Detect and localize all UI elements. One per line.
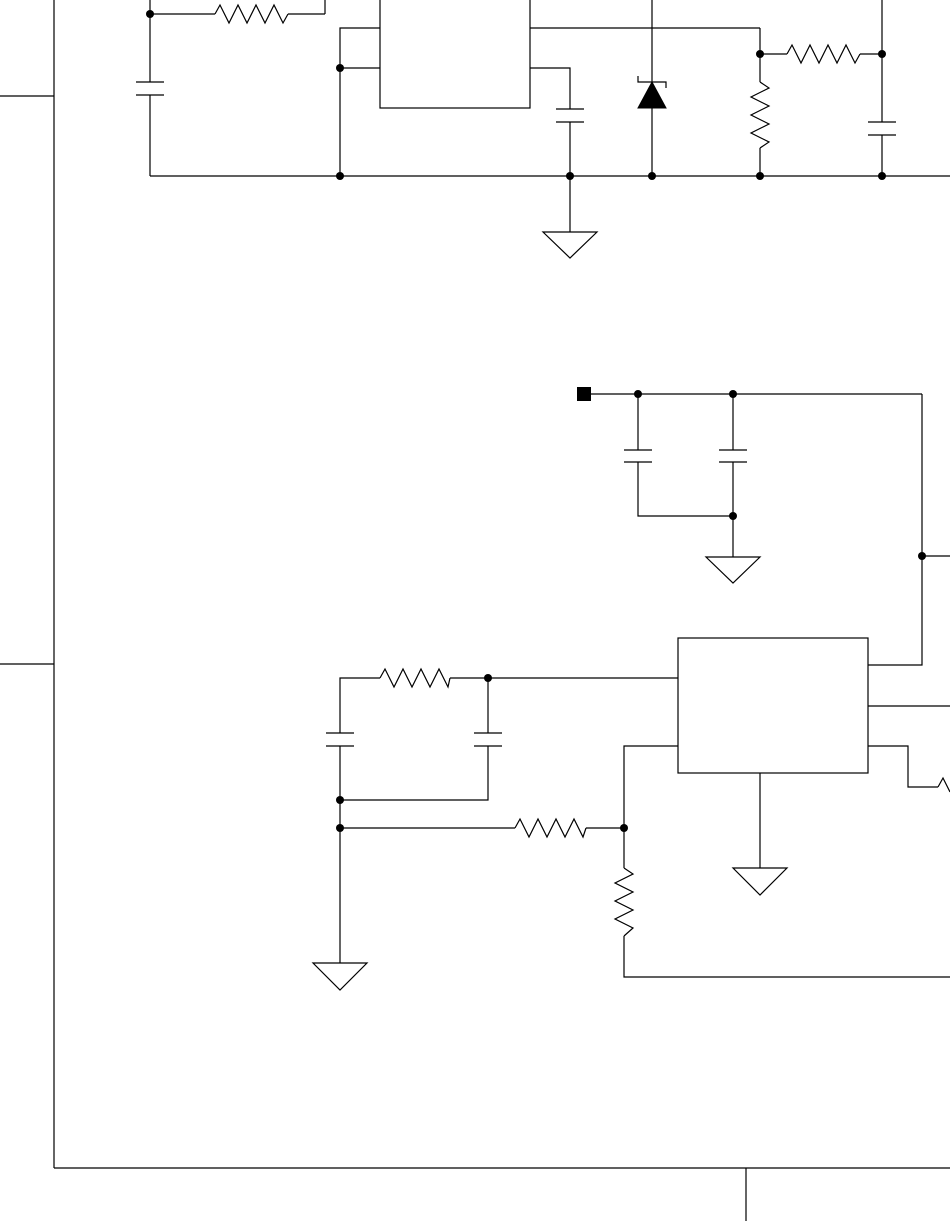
ground-symbol bbox=[313, 963, 367, 990]
resistor-symbol bbox=[215, 5, 288, 23]
capacitor-symbol bbox=[868, 122, 896, 135]
junction-dot bbox=[146, 10, 154, 18]
resistor-symbol bbox=[938, 778, 950, 792]
wire bbox=[340, 746, 488, 800]
junction-dot bbox=[648, 172, 656, 180]
wire bbox=[530, 68, 570, 109]
upper-circuit bbox=[136, 0, 950, 258]
ic-block bbox=[380, 0, 530, 108]
wire bbox=[868, 394, 922, 665]
resistor-symbol bbox=[787, 45, 860, 63]
lower-circuit bbox=[313, 387, 950, 990]
capacitor-symbol bbox=[556, 109, 584, 122]
junction-dot bbox=[729, 512, 737, 520]
capacitor-symbol bbox=[624, 450, 652, 462]
wire bbox=[624, 746, 678, 868]
resistor-symbol bbox=[615, 868, 633, 936]
junction-dot bbox=[336, 796, 344, 804]
input-terminal bbox=[577, 387, 591, 401]
junction-dot bbox=[918, 552, 926, 560]
capacitor-symbol bbox=[719, 450, 747, 462]
junction-dot bbox=[336, 172, 344, 180]
junction-dot bbox=[756, 172, 764, 180]
ground-symbol bbox=[733, 868, 787, 895]
wire bbox=[638, 462, 733, 516]
resistor-symbol bbox=[515, 819, 586, 837]
wire bbox=[340, 28, 380, 176]
capacitor-symbol bbox=[326, 733, 354, 746]
junction-dot bbox=[566, 172, 574, 180]
ground-symbol bbox=[543, 232, 597, 258]
ic-block bbox=[678, 638, 868, 773]
wire bbox=[868, 746, 938, 787]
resistor-symbol bbox=[380, 669, 450, 687]
capacitor-symbol bbox=[136, 82, 164, 95]
junction-dot bbox=[336, 824, 344, 832]
wire bbox=[624, 936, 950, 977]
junction-dot bbox=[878, 172, 886, 180]
resistor-symbol bbox=[751, 82, 769, 148]
ground-symbol bbox=[706, 557, 760, 583]
junction-dot bbox=[336, 64, 344, 72]
capacitor-symbol bbox=[474, 733, 502, 746]
wire bbox=[340, 678, 380, 733]
